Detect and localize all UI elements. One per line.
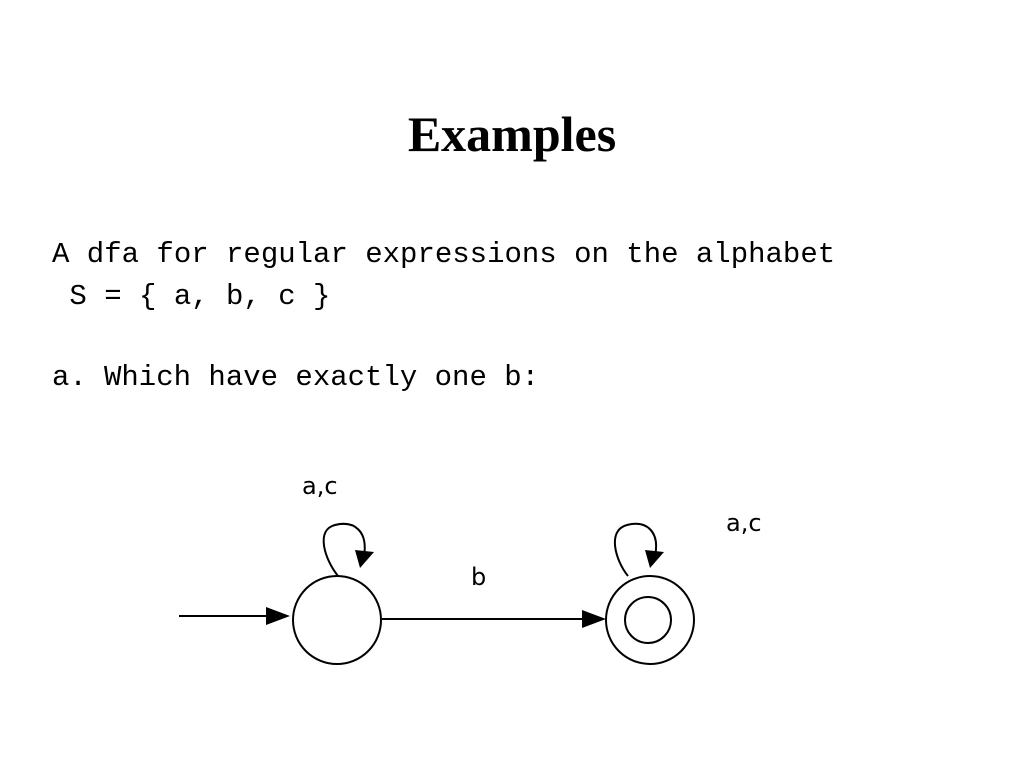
transition-label-q0-loop: a,c [302, 472, 338, 500]
intro-text-line-1: A dfa for regular expressions on the alp… [52, 238, 836, 271]
transition-label-q0-q1: b [471, 563, 486, 591]
self-loop-q1 [613, 522, 664, 577]
alphabet-definition: S = { a, b, c } [52, 280, 331, 313]
list-item-text: Which have exactly one b: [104, 361, 540, 394]
start-arrow [179, 607, 290, 625]
transition-label-q1-loop: a,c [726, 509, 762, 537]
list-item-a: a. Which have exactly one b: [52, 361, 539, 395]
transition-q0-q1 [382, 610, 606, 628]
list-marker: a. [52, 361, 87, 394]
self-loop-q0 [322, 522, 374, 577]
state-q0 [292, 575, 382, 665]
state-q1-accepting [605, 575, 695, 665]
slide-title: Examples [407, 106, 617, 162]
